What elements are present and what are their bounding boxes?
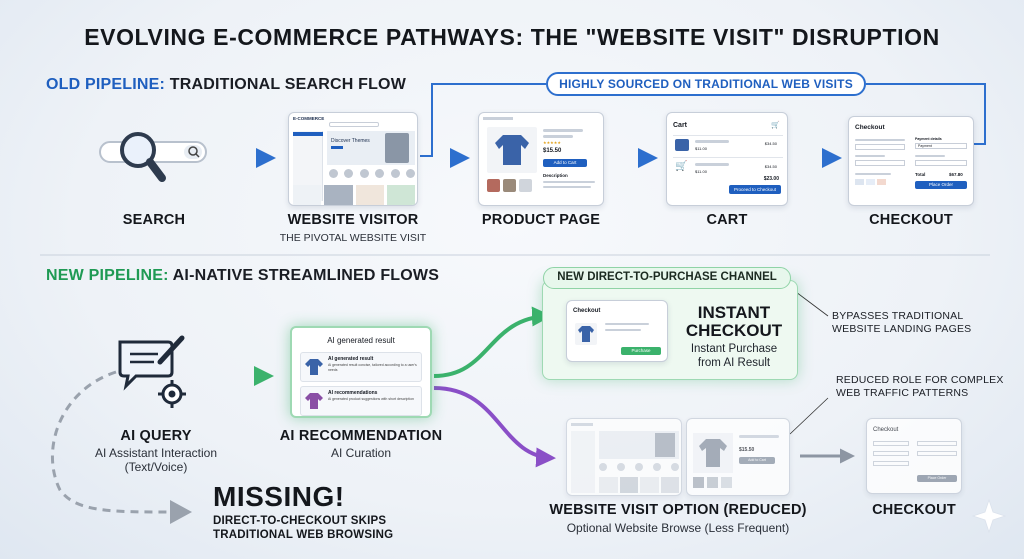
instant-title-line1: INSTANT [697,303,771,322]
ai-item2-title: AI recommendations [328,390,378,396]
cart-card: Cart 🛒 $11.00 $34.50 🛒 $11.00 $34.50 $23… [666,112,788,206]
cart-line1-price: $11.00 [695,146,707,151]
new-checkout-title: Checkout [873,427,899,433]
old-pipeline-label: TRADITIONAL SEARCH FLOW [169,76,407,93]
step-label-website: WEBSITE VISITOR [287,212,419,228]
ai-query-sub: AI Assistant Interaction (Text/Voice) [76,446,236,474]
step-label-checkout: CHECKOUT [869,212,953,228]
checkout-total-label: Total [915,172,926,177]
product-page-card: ★★★★★ $15.50 Add to Cart Description [478,112,604,206]
ai-recommendation-card: AI generated result AI generated result … [290,326,432,418]
checkout-card: Checkout Payment details Payment Total $… [848,116,974,206]
reduced-note-line1: REDUCED ROLE FOR COMPLEX [836,374,1004,386]
page-title: EVOLVING E-COMMERCE PATHWAYS: THE "WEBSI… [84,24,940,50]
reduced-note-line2: WEB TRAFFIC PATTERNS [836,387,969,399]
instant-card-title: Checkout [573,308,601,314]
bypass-note-line2: WEBSITE LANDING PAGES [832,323,972,335]
cart-total: $23.00 [763,176,779,182]
traditional-web-visits-banner: HIGHLY SOURCED ON TRADITIONAL WEB VISITS [546,72,866,96]
missing-title: MISSING! [213,481,345,512]
checkout-payment-label: Payment details [915,137,942,141]
traditional-bracket [420,83,986,157]
new-pipeline-prefix: NEW PIPELINE: [46,267,169,284]
bypass-note: BYPASSES TRADITIONAL WEBSITE LANDING PAG… [832,310,971,336]
ai-rec-sub: AI Curation [330,446,392,460]
bypass-note-line1: BYPASSES TRADITIONAL [832,310,964,322]
reduced-add-button[interactable]: Add to Cart [739,457,775,464]
sparkle-icon [971,498,1007,534]
sweater-icon [495,135,529,165]
product-price: $15.50 [543,148,562,154]
place-order-button[interactable]: Place Order [915,181,967,189]
product-desc-label: Description [543,173,568,178]
website-visitor-card: E-COMMERCE Discover Themes [288,112,418,206]
sweater-icon [578,326,594,342]
instant-sub-line1: Instant Purchase [690,343,778,355]
ai-item2-text: Ai generated product suggestions with sh… [328,397,414,401]
step-label-cart: CART [706,212,748,228]
new-pipeline-heading: NEW PIPELINE: AI-NATIVE STREAMLINED FLOW… [46,267,439,285]
missing-sub: DIRECT-TO-CHECKOUT SKIPS TRADITIONAL WEB… [213,514,393,542]
checkout-total: $67.80 [949,172,963,177]
ai-item1-text: Ai generated result concise, tailored ac… [328,363,417,372]
add-to-cart-button[interactable]: Add to Cart [543,159,587,167]
reduced-product-card: $15.50 Add to Cart [686,418,790,496]
arrow-rec-to-instant [433,306,552,378]
cart-line1-sub: $34.50 [764,141,777,146]
instant-checkout-card: Checkout Purchase [566,300,668,362]
new-checkout-label: CHECKOUT [872,502,956,518]
direct-channel-banner: NEW DIRECT-TO-PURCHASE CHANNEL [543,267,791,289]
new-checkout-button[interactable]: Place Order [917,475,957,482]
ai-query-icon [116,332,196,412]
missing-arrowhead [170,500,192,524]
cart-empty-icon: 🛒 [675,161,688,172]
step-label-search: SEARCH [122,212,186,228]
cart-title: Cart [673,122,688,129]
reduced-price: $15.50 [739,447,755,453]
checkout-title: Checkout [855,124,885,131]
sweater-gray-icon [699,439,727,467]
ai-card-title: AI generated result [327,336,395,345]
missing-sub-line2: TRADITIONAL WEB BROWSING [213,529,394,541]
instant-sub-line2: from AI Result [697,357,771,369]
step-label-product: PRODUCT PAGE [481,212,601,228]
old-pipeline-prefix: OLD PIPELINE: [46,76,166,93]
website-brand: E-COMMERCE [293,116,325,121]
arrow-rec-to-website [433,386,556,468]
proceed-checkout-button[interactable]: Proceed to Checkout [729,185,781,194]
sweater-icon [305,359,323,375]
website-option-label: WEBSITE VISIT OPTION (REDUCED) [549,502,807,518]
ai-rec-label: AI RECOMMENDATION [279,428,443,444]
missing-sub-line1: DIRECT-TO-CHECKOUT SKIPS [213,515,387,527]
search-icon [98,128,210,188]
ai-query-label: AI QUERY [120,428,192,444]
instant-title-line2: CHECKOUT [685,321,783,340]
ai-item1-title: AI generated result [328,356,374,362]
cart-icon: 🛒 [771,122,780,129]
ai-query-sub-line1: AI Assistant Interaction [94,446,218,460]
new-pipeline-label: AI-NATIVE STREAMLINED FLOWS [172,267,440,284]
old-pipeline-heading: OLD PIPELINE: TRADITIONAL SEARCH FLOW [46,76,406,94]
missing-dashed-path [50,370,173,514]
checkout-payment-method: Payment [915,143,967,149]
website-hero-text: Discover Themes [331,138,370,144]
reduced-note: REDUCED ROLE FOR COMPLEX WEB TRAFFIC PAT… [836,374,1004,400]
cart-line2-price: $11.00 [695,169,707,174]
purchase-button[interactable]: Purchase [621,347,661,355]
reduced-website-card [566,418,682,496]
step-sublabel-website: THE PIVOTAL WEBSITE VISIT [279,232,427,244]
ai-query-sub-line2: (Text/Voice) [124,460,188,474]
new-checkout-card: Checkout Place Order [866,418,962,494]
cart-line2-sub: $34.50 [764,164,777,169]
instant-checkout-sub: Instant Purchase from AI Result [672,342,796,370]
instant-checkout-title: INSTANT CHECKOUT [680,304,788,340]
sweater-purple-icon [305,393,323,409]
website-option-sub: Optional Website Browse (Less Frequent) [566,521,790,535]
